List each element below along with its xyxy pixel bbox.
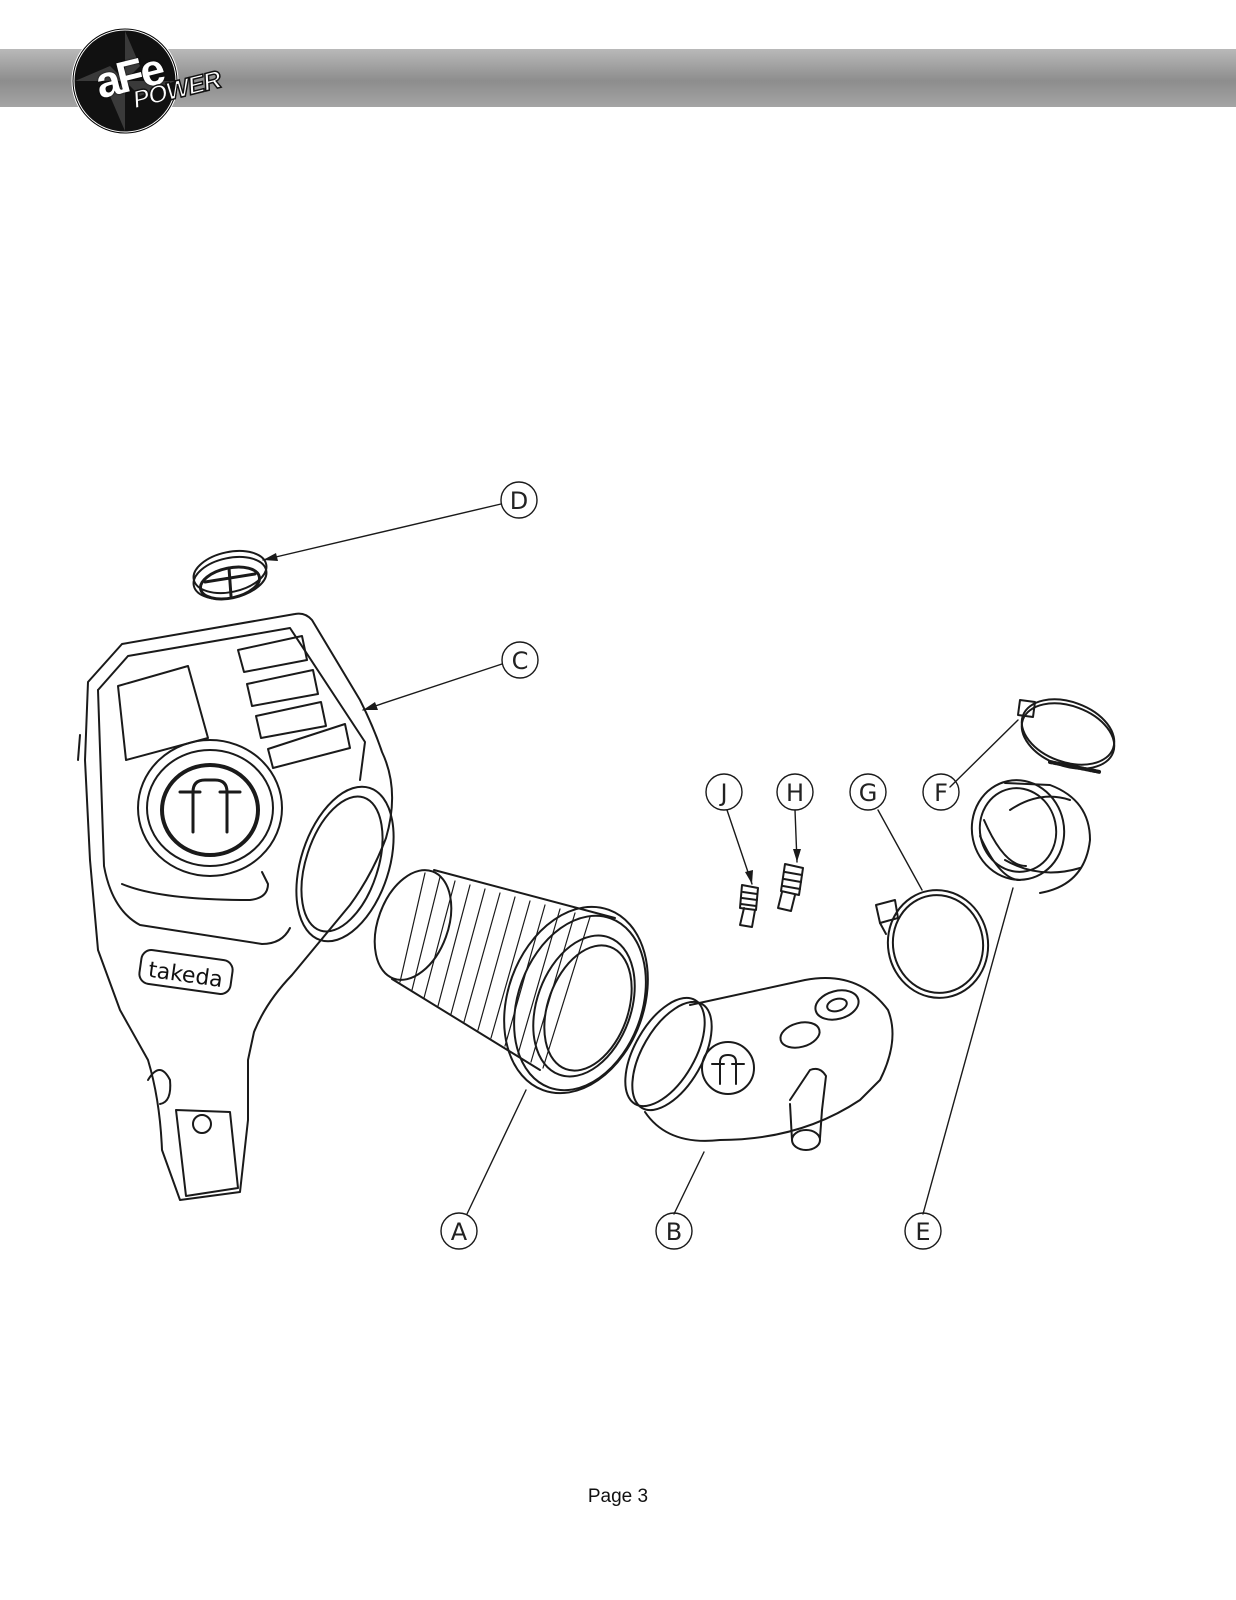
housing-badge: takeda	[147, 958, 225, 993]
part-d-cap	[192, 549, 268, 601]
callout-e-label: E	[915, 1218, 930, 1246]
part-h-fitting	[777, 863, 804, 912]
part-g-clamp	[875, 889, 990, 999]
header-bar	[0, 49, 1236, 107]
callout-f-label: F	[934, 779, 948, 807]
callout-j-circle	[705, 773, 743, 811]
callout-e-circle	[904, 1212, 942, 1250]
leader-lines	[262, 503, 1019, 1215]
part-b-tube	[624, 977, 894, 1151]
callout-g-circle	[849, 773, 887, 811]
callout-b-label: B	[666, 1218, 682, 1246]
part-e-coupler	[970, 779, 1091, 894]
callout-a-circle	[440, 1212, 478, 1250]
part-a-filter	[373, 869, 649, 1095]
callout-b-circle	[655, 1212, 693, 1250]
callout-g-label: G	[859, 779, 878, 807]
callout-j-label: J	[718, 779, 727, 807]
part-f-clamp	[1017, 698, 1116, 774]
callout-c-label: C	[512, 647, 529, 675]
callout-d-circle	[500, 481, 538, 519]
callout-d-label: D	[510, 487, 528, 515]
aperture-logo-icon	[71, 27, 179, 135]
afe-power-logo: aFe POWER	[70, 26, 250, 136]
callout-a-label: A	[451, 1218, 468, 1246]
page-number: Page 3	[587, 1486, 649, 1507]
leader-arrowheads	[263, 553, 801, 884]
callout-h-label: H	[786, 779, 804, 807]
part-j-fitting	[739, 884, 759, 928]
callout-f-circle	[922, 773, 960, 811]
callout-h-circle	[776, 773, 814, 811]
callout-c-circle	[501, 641, 539, 679]
part-c-housing: takeda	[77, 612, 395, 1201]
